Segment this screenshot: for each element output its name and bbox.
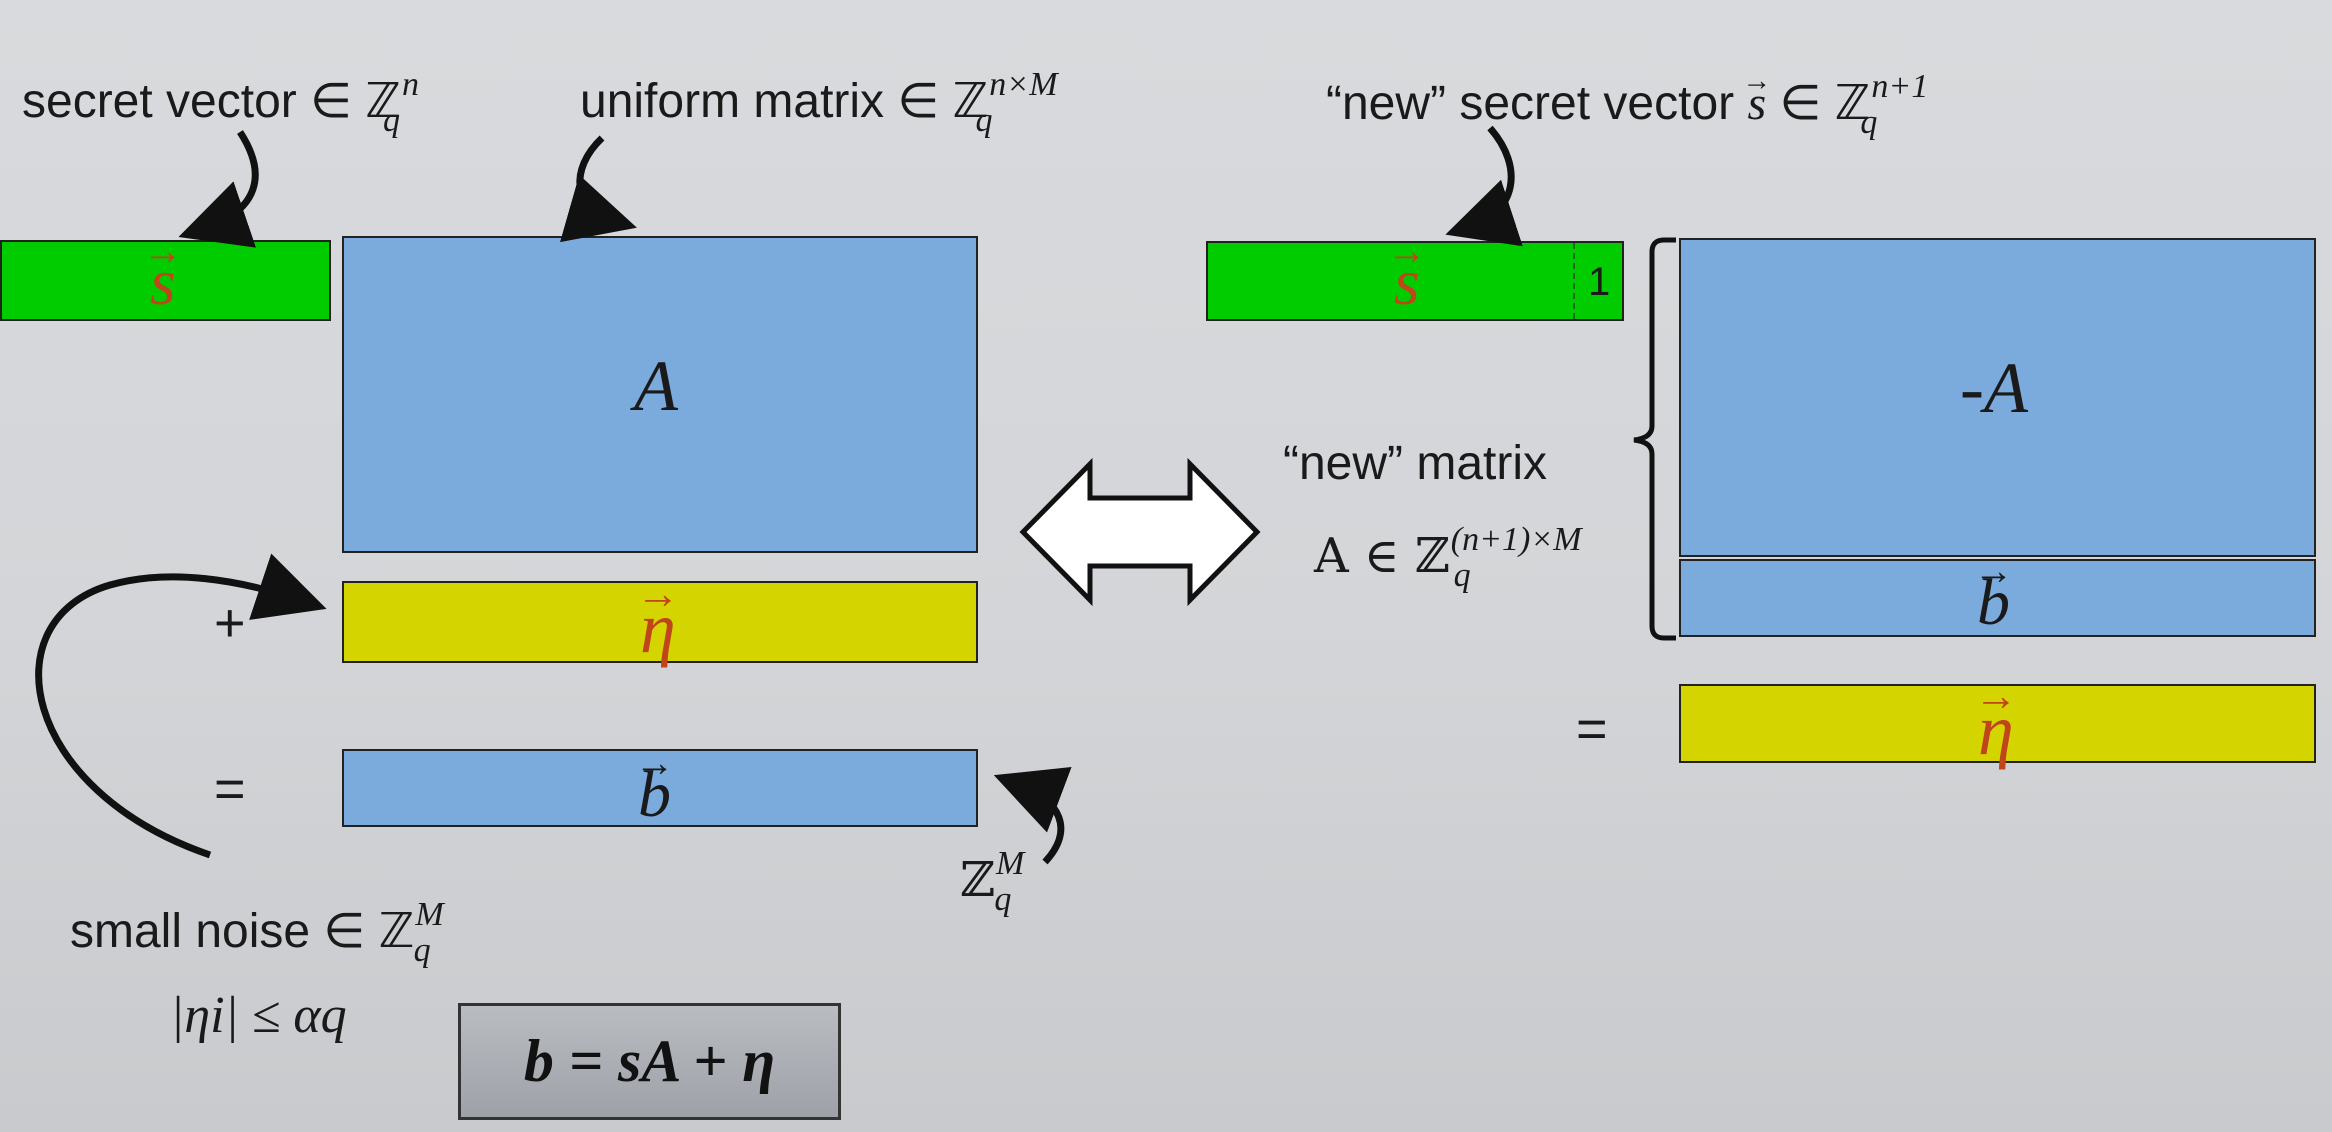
neg-a-symbol: -A xyxy=(1960,348,2028,428)
small-noise-label-sup: M xyxy=(415,896,444,933)
secret-vector-label-sup: n xyxy=(401,66,419,103)
new-secret-vector-label-sup: n+1 xyxy=(1871,68,1929,105)
new-matrix-brace xyxy=(1633,237,1676,641)
uniform-matrix-label-sup: n×M xyxy=(989,66,1058,103)
equivalence-arrow xyxy=(1019,457,1261,607)
uniform-matrix-label-text: uniform matrix ∈ ℤ xyxy=(580,75,989,128)
neg-a-matrix-box xyxy=(1679,238,2316,557)
noise-vector-symbol-text: η xyxy=(640,592,676,664)
noise-bound-label: |ηi| ≤ αq xyxy=(170,987,347,1044)
secret-vector-label-sub: q xyxy=(382,102,400,139)
b-vector-symbol: b xyxy=(638,762,671,828)
secret-vector-label: secret vector ∈ ℤnq xyxy=(22,68,419,138)
new-matrix-set-sup: (n+1)×M xyxy=(1450,521,1582,558)
b-set-sub: q xyxy=(994,881,1012,918)
small-noise-label-text: small noise ∈ ℤ xyxy=(70,905,415,958)
new-secret-vector-label-vec-text: s xyxy=(1747,80,1766,128)
new-noise-vector-symbol: η xyxy=(1978,694,2014,766)
new-matrix-set-sub: q xyxy=(1453,557,1471,594)
matrix-a-box xyxy=(342,236,978,553)
new-matrix-set-text: A ∈ ℤ xyxy=(1314,528,1450,584)
secret-vector-symbol: s xyxy=(150,250,176,316)
noise-vector-symbol: η xyxy=(640,592,676,664)
lwe-formula-box: b = sA + η xyxy=(458,1003,841,1120)
equals-sign-right: = xyxy=(1576,699,1608,759)
b-row-symbol-text: b xyxy=(1977,570,2010,636)
b-set-arrow xyxy=(993,767,1072,865)
secret-vector-label-text: secret vector ∈ ℤ xyxy=(22,75,401,128)
equals-sign-left: = xyxy=(214,759,246,819)
small-noise-label-sub: q xyxy=(413,932,431,969)
appended-one: 1 xyxy=(1588,260,1611,304)
new-secret-vector-label-in: ∈ ℤ xyxy=(1766,77,1871,130)
new-noise-vector-symbol-text: η xyxy=(1978,694,2014,766)
new-secret-vector-symbol: s xyxy=(1394,250,1420,316)
new-matrix-set-label: A ∈ ℤ(n+1)×Mq xyxy=(1314,523,1582,593)
secret-vector-arrow xyxy=(178,130,259,248)
b-row-symbol: b xyxy=(1977,570,2010,636)
b-vector-symbol-text: b xyxy=(638,762,671,828)
new-secret-vector-divider xyxy=(1573,243,1575,319)
uniform-matrix-label: uniform matrix ∈ ℤn×Mq xyxy=(580,68,1058,138)
plus-sign: + xyxy=(214,593,246,653)
uniform-matrix-arrow xyxy=(559,135,637,243)
new-secret-vector-label-sub: q xyxy=(1860,104,1878,141)
b-set-text: ℤ xyxy=(960,852,996,908)
lwe-formula-text: b = sA + η xyxy=(523,1028,776,1094)
b-set-label: ℤMq xyxy=(960,847,1024,917)
new-secret-vector-label-text: “new” secret vector xyxy=(1326,77,1748,130)
uniform-matrix-label-sub: q xyxy=(975,102,993,139)
secret-vector-symbol-text: s xyxy=(150,250,176,316)
matrix-a-symbol: A xyxy=(634,346,678,426)
small-noise-label: small noise ∈ ℤMq xyxy=(70,898,444,968)
new-secret-vector-label-vec: s xyxy=(1747,77,1766,130)
new-secret-vector-arrow xyxy=(1445,125,1523,247)
b-set-sup: M xyxy=(996,845,1025,882)
new-secret-vector-label: “new” secret vector s ∈ ℤn+1q xyxy=(1326,70,1928,140)
new-matrix-label: “new” matrix xyxy=(1283,437,1548,490)
small-noise-arrow xyxy=(35,553,327,859)
new-secret-vector-symbol-text: s xyxy=(1394,250,1420,316)
